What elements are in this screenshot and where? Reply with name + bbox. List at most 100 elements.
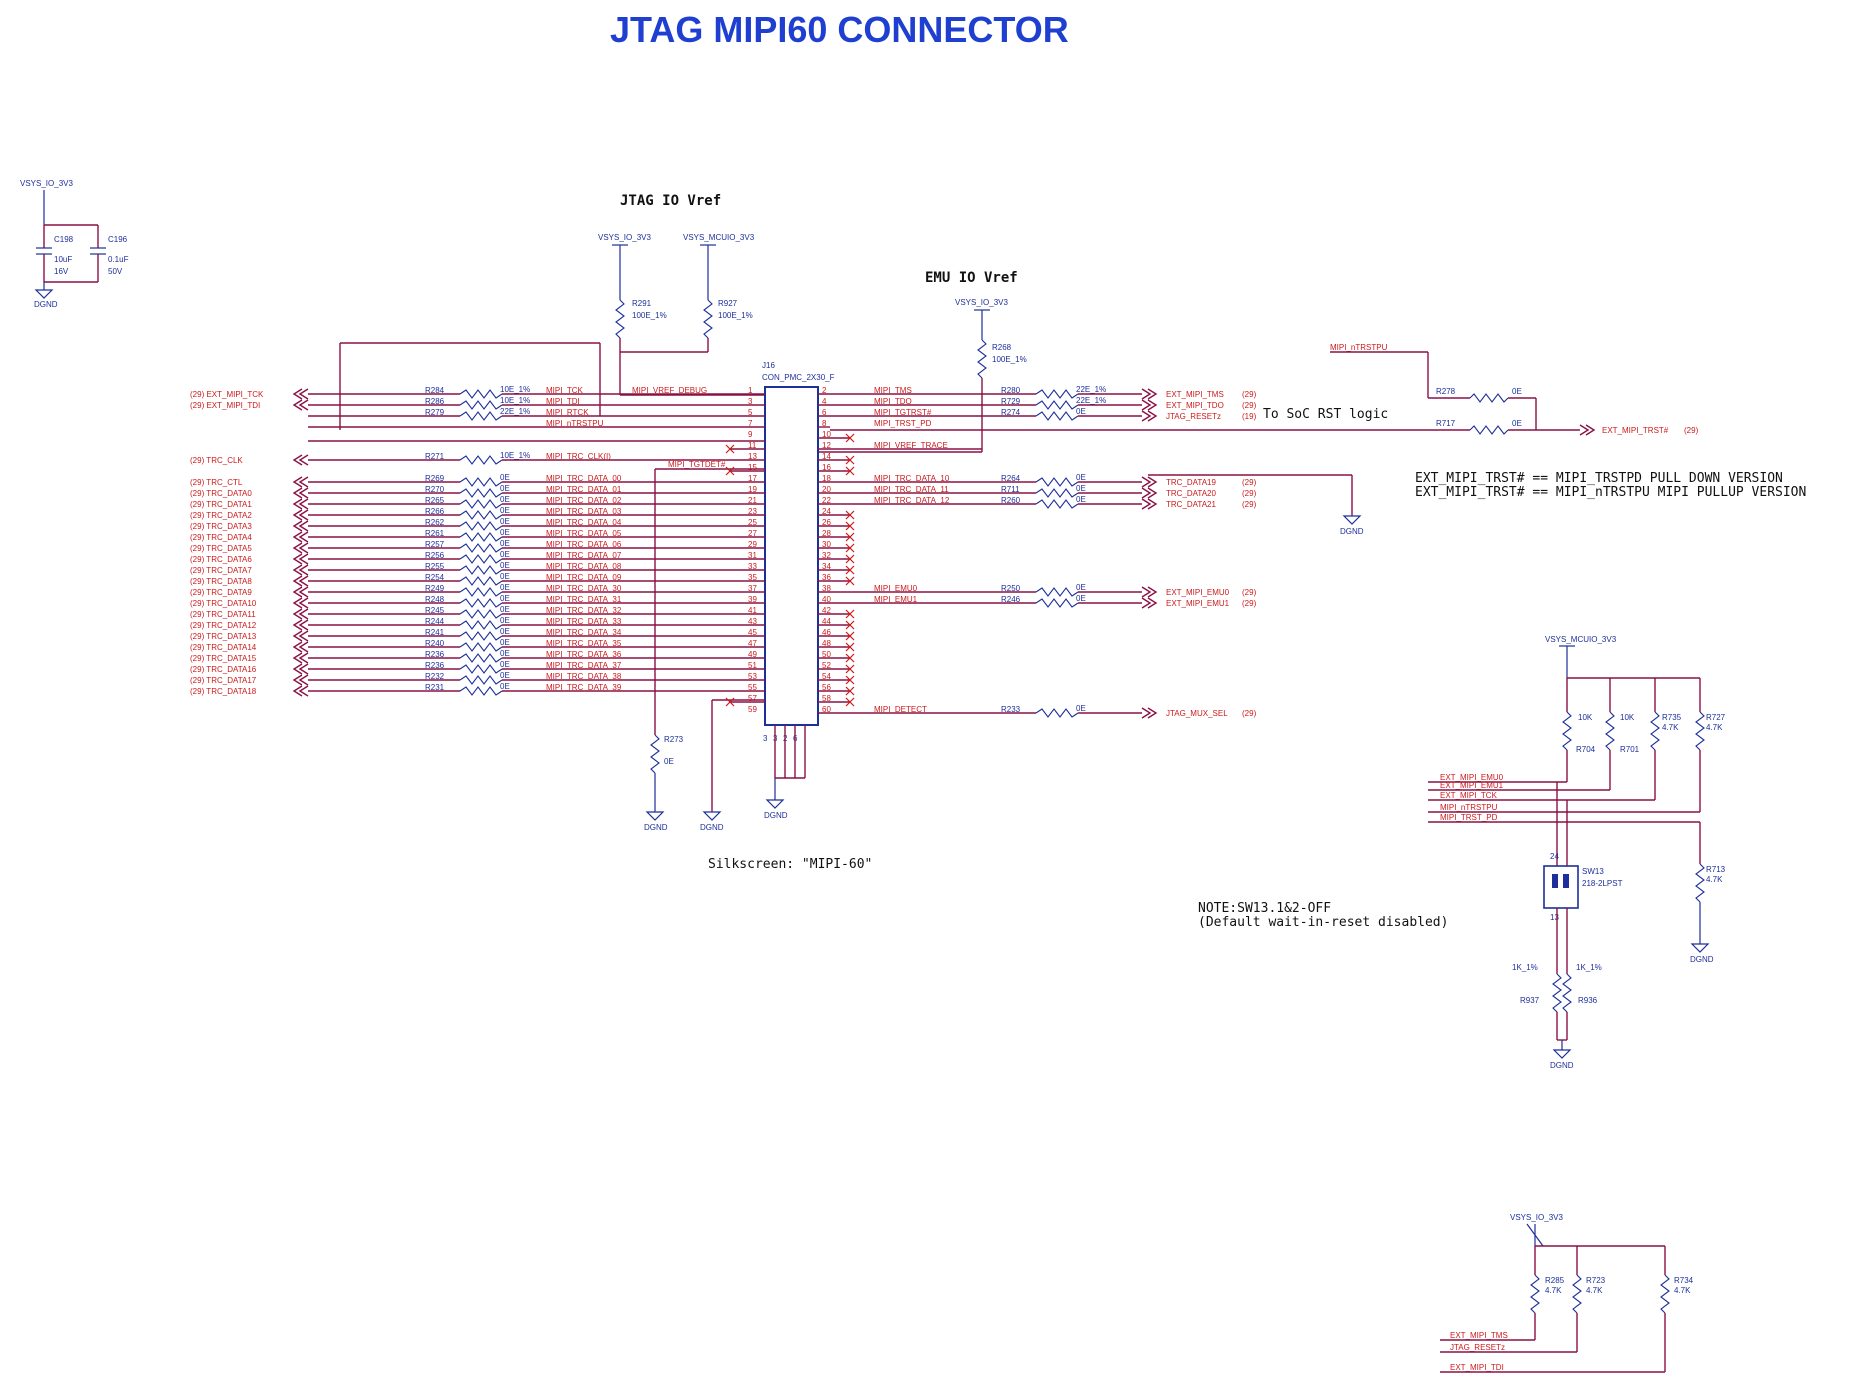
series-res-value: 0E <box>500 539 510 548</box>
connector-ref: J16 <box>762 361 775 370</box>
port-arrow <box>1147 487 1158 499</box>
external-net: (29) TRC_DATA12 <box>190 621 257 630</box>
trst-r2-value: 0E <box>1512 419 1522 428</box>
cap-rail-label: VSYS_IO_3V3 <box>20 179 73 188</box>
connector-pin-number: 37 <box>748 584 757 593</box>
connector-net: MIPI_TRC_DATA_33 <box>546 617 622 626</box>
port-arrow <box>1141 410 1152 422</box>
pullup-block: VSYS_MCUIO_3V3 10K R704 10K R701 R735 4.… <box>1428 635 1726 964</box>
series-res-value: 0E <box>500 484 510 493</box>
connector-net: MIPI_TRC_DATA_05 <box>546 529 622 538</box>
connector-pin-number: 51 <box>748 661 757 670</box>
port-arrow <box>298 388 309 400</box>
resistor <box>1035 708 1079 718</box>
connector-pin-number: 54 <box>822 672 831 681</box>
series-res-ref: R265 <box>425 496 445 505</box>
connector-pin-number: 21 <box>748 496 757 505</box>
external-net: (29) EXT_MIPI_TDI <box>190 401 260 410</box>
series-res-ref: R261 <box>425 529 445 538</box>
no-connect-mark <box>725 697 735 707</box>
external-net: EXT_MIPI_TDO <box>1166 401 1224 410</box>
series-res-value: 0E <box>500 561 510 570</box>
trst-r1-value: 0E <box>1512 387 1522 396</box>
no-connect-mark <box>845 455 855 465</box>
port-arrow <box>298 509 309 521</box>
gnd-label: DGND <box>1690 955 1714 964</box>
series-res-value: 0E <box>500 583 510 592</box>
port-arrow <box>298 553 309 565</box>
port-arrow <box>298 542 309 554</box>
connector-net: MIPI_TRC_DATA_37 <box>546 661 622 670</box>
resistor <box>459 620 503 630</box>
external-net: TRC_DATA19 <box>1166 478 1216 487</box>
series-res-ref: R262 <box>425 518 445 527</box>
port-arrow <box>292 509 303 521</box>
connector-pin-number: 29 <box>748 540 757 549</box>
resistor <box>459 631 503 641</box>
jtag-io-vref-label: JTAG IO Vref <box>620 193 721 209</box>
port-arrow <box>1147 399 1158 411</box>
port-arrow <box>298 498 309 510</box>
resistor <box>459 565 503 575</box>
vref-res-value: 100E_1% <box>718 311 753 320</box>
port-arrow <box>298 597 309 609</box>
external-net: (29) TRC_DATA17 <box>190 676 257 685</box>
series-res-value: 0E <box>1076 407 1086 416</box>
series-res-ref: R274 <box>1001 408 1021 417</box>
connector-pin-number: 46 <box>822 628 831 637</box>
to-soc-note: To SoC RST logic <box>1263 407 1388 422</box>
pullup-value: 10K <box>1620 713 1635 722</box>
switch-ref: SW13 <box>1582 867 1604 876</box>
external-net: (29) TRC_DATA1 <box>190 500 252 509</box>
port-arrow <box>298 399 309 411</box>
port-arrow <box>298 575 309 587</box>
resistor <box>459 686 503 696</box>
connector-pin-number: 58 <box>822 694 831 703</box>
tgt-detect-block: MIPI_TGTDET# R273 0E DGND DGND <box>644 460 765 832</box>
external-net: (29) TRC_DATA11 <box>190 610 256 619</box>
external-net: (29) TRC_DATA18 <box>190 687 257 696</box>
pullup-value: 4.7K <box>1662 723 1679 732</box>
external-net: (29) TRC_DATA3 <box>190 522 252 531</box>
resistor <box>459 521 503 531</box>
resistor <box>459 653 503 663</box>
resistor <box>459 609 503 619</box>
bottom-res-value: 4.7K <box>1674 1286 1691 1295</box>
connector-pin-number: 1 <box>748 386 753 395</box>
no-connect-mark <box>845 609 855 619</box>
series-res-value: 10E_1% <box>500 396 530 405</box>
series-res-value: 0E <box>500 517 510 526</box>
connector-net: MIPI_TRC_DATA_31 <box>546 595 622 604</box>
series-res-ref: R269 <box>425 474 445 483</box>
connector-net: MIPI_TGTRST# <box>874 408 932 417</box>
series-res-ref: R236 <box>425 661 445 670</box>
pullup-net: EXT_MIPI_TCK <box>1440 791 1498 800</box>
connector-net: MIPI_VREF_TRACE <box>874 441 948 450</box>
no-connect-mark <box>845 554 855 564</box>
connector-pin-number: 44 <box>822 617 831 626</box>
connector-pin-number: 26 <box>822 518 831 527</box>
no-connect-mark <box>725 466 735 476</box>
resistor <box>1035 389 1079 399</box>
resistor <box>459 532 503 542</box>
resistor <box>1035 598 1079 608</box>
connector-pin-number: 38 <box>822 584 831 593</box>
series-res-ref: R232 <box>425 672 445 681</box>
connector-net: MIPI_TRC_DATA_00 <box>546 474 622 483</box>
bottom-res-ref: R723 <box>1586 1276 1606 1285</box>
pullup-value: 4.7K <box>1706 723 1723 732</box>
no-connect-mark <box>845 686 855 696</box>
port-arrow <box>1141 597 1152 609</box>
resistor <box>1035 499 1079 509</box>
switch-note-line1: NOTE:SW13.1&2-OFF <box>1198 901 1331 916</box>
connector-pin-number: 3 <box>748 397 753 406</box>
connector-pin-number: 16 <box>822 463 831 472</box>
external-net: (29) TRC_CTL <box>190 478 243 487</box>
bottom-res-ref: R734 <box>1674 1276 1694 1285</box>
no-connect-mark <box>845 433 855 443</box>
switch-pin-bottom: 13 <box>1550 913 1559 922</box>
connector-net: MIPI_TCK <box>546 386 584 395</box>
rail-label: VSYS_MCUIO_3V3 <box>1545 635 1617 644</box>
connector-net: MIPI_TRC_DATA_03 <box>546 507 622 516</box>
connector-net: MIPI_TRC_DATA_06 <box>546 540 622 549</box>
